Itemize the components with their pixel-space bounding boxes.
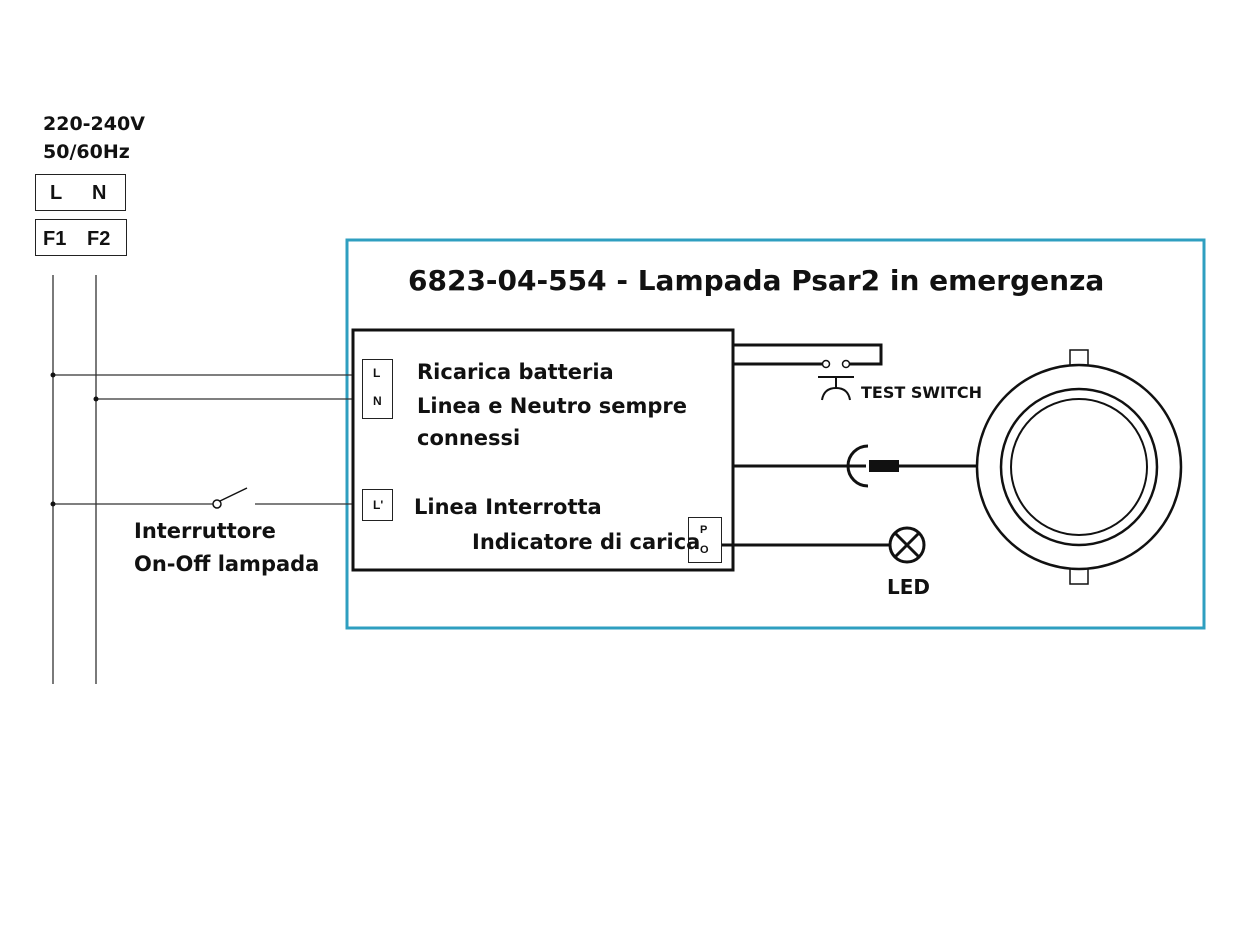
supply-terminal-f1f2: F1 F2 [35,219,127,256]
always-connected-line2: connessi [417,426,521,450]
terminal-n-label: N [92,182,107,204]
led-label: LED [887,575,931,599]
switched-line-label: Linea Interrotta [414,495,602,519]
device-title: 6823-04-554 - Lampada Psar2 in emergenza [408,264,1105,297]
lamp-inner-ring [1010,398,1148,536]
lamp-clip-top [1069,349,1089,367]
lamp-clip-bottom [1069,567,1089,585]
supply-voltage: 220-240V [43,113,145,135]
module-terminal-l-prime: L' [362,489,393,521]
connector-plug [869,460,899,472]
terminal-l-label: L [50,182,63,204]
test-switch-button [821,386,851,401]
junction-switched [50,501,56,507]
charge-label: Ricarica batteria [417,360,614,384]
test-switch-label: TEST SWITCH [861,383,983,402]
supply-frequency: 50/60Hz [43,141,130,163]
supply-terminal-ln: L N [35,174,126,211]
module-terminal-n: N [373,394,382,408]
lamp-outer-ring [975,363,1183,571]
switch-blade [219,487,248,502]
lamp-middle-ring [999,387,1159,547]
led-cross-b [893,531,921,559]
module-terminal-o: O [700,544,709,556]
emergency-module [351,328,735,572]
charge-indicator-label: Indicatore di carica [472,530,701,554]
test-switch-wire [733,343,883,366]
terminal-f1-label: F1 [43,228,67,250]
test-switch-contact-a [821,359,831,369]
device-frame [345,238,1206,630]
module-terminal-l: L [373,366,381,380]
switch-pivot [212,499,222,509]
junction-n [93,396,99,402]
always-connected-line1: Linea e Neutro sempre [417,394,687,418]
module-terminal-po: P O [688,517,722,563]
junction-l [50,372,56,378]
terminal-f2-label: F2 [87,228,111,250]
module-terminal-ln: L N [362,359,393,419]
switch-label-line1: Interruttore [134,519,276,543]
module-terminal-p: P [700,524,708,536]
switch-label-line2: On-Off lampada [134,552,320,576]
connector-socket [846,444,869,488]
test-switch-contact-b [841,359,851,369]
module-terminal-l-prime-label: L' [373,498,384,512]
